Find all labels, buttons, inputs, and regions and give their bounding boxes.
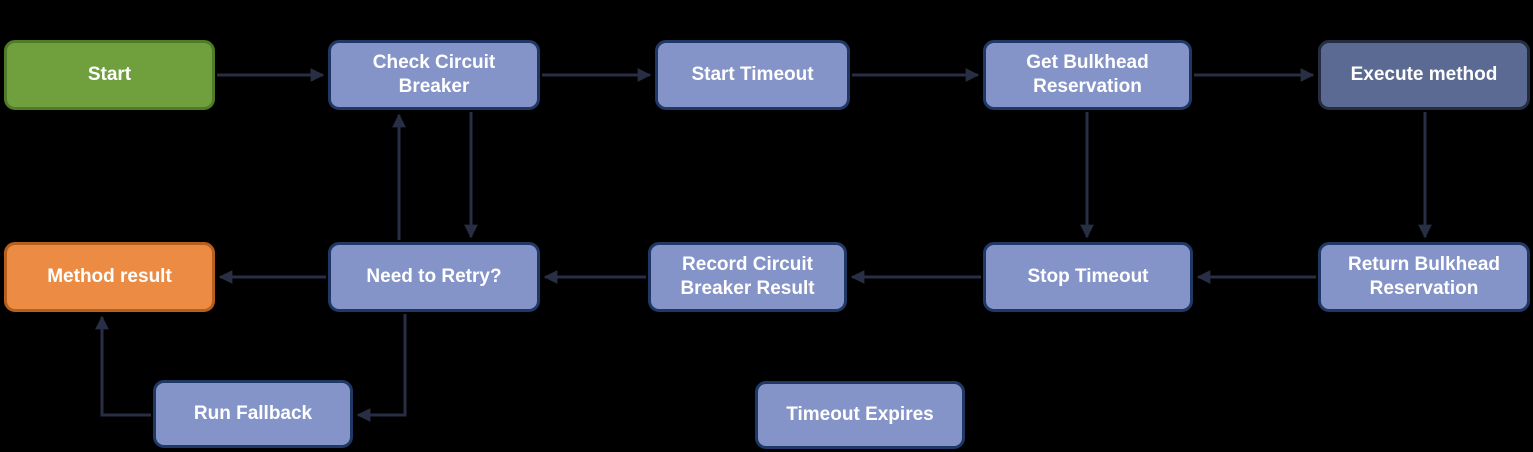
node-start-label: Start bbox=[87, 64, 132, 86]
node-check-circuit-breaker: Check Circuit Breaker bbox=[328, 40, 540, 110]
node-record-circuit-breaker-result: Record Circuit Breaker Result bbox=[648, 242, 847, 312]
node-check-circuit-breaker-label: Check Circuit Breaker bbox=[372, 52, 496, 97]
node-method-result: Method result bbox=[4, 242, 215, 312]
node-get-bulkhead-reservation: Get Bulkhead Reservation bbox=[983, 40, 1192, 110]
node-return-bulkhead-reservation-label: Return Bulkhead Reservation bbox=[1347, 254, 1501, 299]
node-start: Start bbox=[4, 40, 215, 110]
node-start-timeout-label: Start Timeout bbox=[691, 64, 814, 86]
node-stop-timeout: Stop Timeout bbox=[983, 242, 1193, 312]
node-run-fallback-label: Run Fallback bbox=[193, 403, 313, 425]
node-record-circuit-breaker-result-label: Record Circuit Breaker Result bbox=[680, 254, 815, 299]
node-need-to-retry-label: Need to Retry? bbox=[366, 266, 502, 288]
node-stop-timeout-label: Stop Timeout bbox=[1027, 266, 1149, 288]
node-start-timeout: Start Timeout bbox=[655, 40, 850, 110]
edge-run-fallback-to-method-result bbox=[95, 315, 151, 417]
node-need-to-retry: Need to Retry? bbox=[328, 242, 540, 312]
node-run-fallback: Run Fallback bbox=[153, 380, 353, 448]
node-timeout-expires: Timeout Expires bbox=[755, 381, 965, 449]
node-get-bulkhead-reservation-label: Get Bulkhead Reservation bbox=[1026, 52, 1149, 97]
node-return-bulkhead-reservation: Return Bulkhead Reservation bbox=[1318, 242, 1530, 312]
node-execute-method: Execute method bbox=[1318, 40, 1530, 110]
edge-need-to-retry-to-run-fallback bbox=[356, 314, 407, 422]
node-execute-method-label: Execute method bbox=[1350, 64, 1498, 86]
node-method-result-label: Method result bbox=[47, 266, 172, 288]
node-timeout-expires-label: Timeout Expires bbox=[786, 404, 934, 426]
